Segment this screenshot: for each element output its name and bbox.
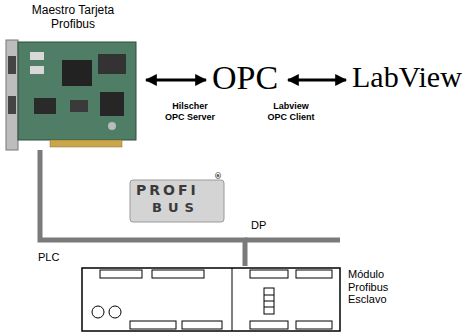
chip	[70, 100, 88, 112]
plc-port	[92, 306, 104, 318]
module-name: Módulo Profibus Esclavo	[348, 268, 408, 306]
terminal-cover	[250, 321, 288, 329]
logo-text: PROFI	[136, 182, 199, 198]
terminal-cover	[100, 270, 142, 278]
card-heading: Maestro Tarjeta Profibus	[23, 4, 123, 32]
terminal-cover	[296, 270, 332, 278]
component	[30, 66, 44, 74]
trademark-mark: ®	[214, 172, 222, 181]
double-arrow	[288, 79, 346, 82]
terminal-cover	[130, 321, 176, 329]
module-connector	[264, 288, 274, 314]
node-title: LabView	[352, 60, 463, 95]
double-arrow	[146, 79, 206, 82]
card-connector	[8, 96, 16, 114]
plc-device: PLCMódulo Profibus Esclavo	[82, 266, 340, 332]
profibus-logo	[130, 180, 224, 222]
component	[30, 52, 44, 60]
chip	[98, 54, 126, 74]
module-connector	[264, 295, 274, 296]
bus-line	[40, 150, 245, 266]
pcb-board	[18, 42, 136, 140]
bus-line	[245, 238, 340, 243]
plc-housing	[82, 268, 340, 331]
pci-fingers	[50, 140, 122, 147]
terminal-cover	[250, 270, 288, 278]
terminal-cover	[182, 321, 222, 329]
labview-box: LabView	[350, 58, 465, 97]
terminal-cover	[152, 270, 204, 278]
server-label: Hilscher OPC Server	[164, 101, 216, 123]
node-title: OPC	[212, 58, 280, 97]
master-card: Maestro Tarjeta Profibus	[5, 2, 140, 150]
plc-divider	[232, 268, 233, 331]
module-connector	[264, 307, 274, 308]
card-connector	[8, 56, 16, 74]
terminal-cover	[296, 321, 332, 329]
logo-text: BUS	[152, 200, 200, 215]
chip	[34, 98, 56, 114]
chip	[62, 60, 92, 86]
bus-label: DP	[251, 219, 266, 232]
chip	[100, 92, 124, 116]
opc-box: OPC	[210, 56, 282, 100]
server-label: Labview OPC Client	[264, 101, 318, 123]
device-name: PLC	[38, 251, 59, 264]
plc-port	[109, 306, 121, 318]
module-connector	[264, 301, 274, 302]
card-bracket	[6, 40, 18, 150]
component	[108, 122, 116, 130]
